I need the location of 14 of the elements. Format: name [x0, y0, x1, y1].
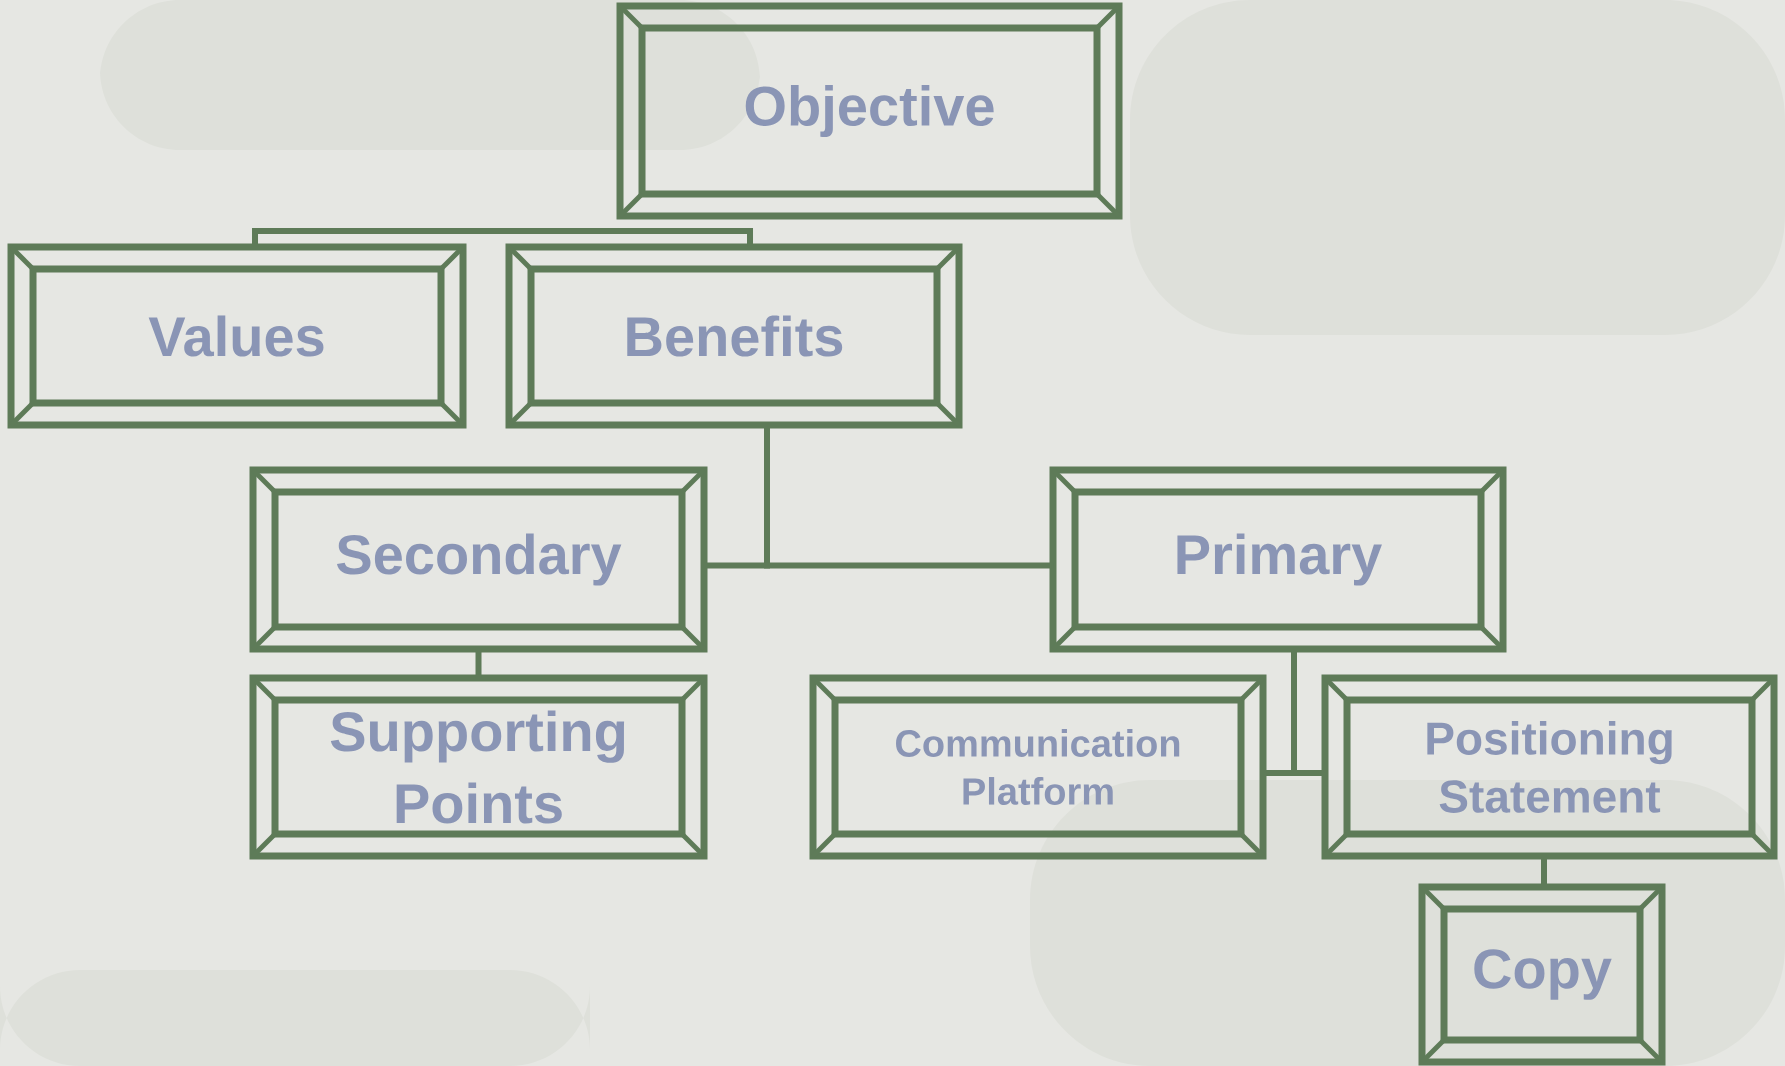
- beveled-box: Primary: [1049, 466, 1507, 653]
- connector-line: [252, 228, 753, 247]
- beveled-box: Values: [7, 243, 467, 429]
- beveled-box: Copy: [1418, 883, 1666, 1066]
- connector-line: [475, 649, 482, 678]
- connector-line: [1291, 649, 1325, 776]
- connector-line: [1541, 856, 1547, 887]
- connector-line: [764, 425, 1053, 569]
- beveled-box: Objective: [616, 2, 1123, 220]
- beveled-box: Supporting Points: [249, 674, 708, 860]
- beveled-box: Communication Platform: [809, 674, 1267, 860]
- beveled-box: Benefits: [505, 243, 963, 429]
- beveled-box: Positioning Statement: [1321, 674, 1778, 860]
- beveled-box: Secondary: [249, 466, 708, 653]
